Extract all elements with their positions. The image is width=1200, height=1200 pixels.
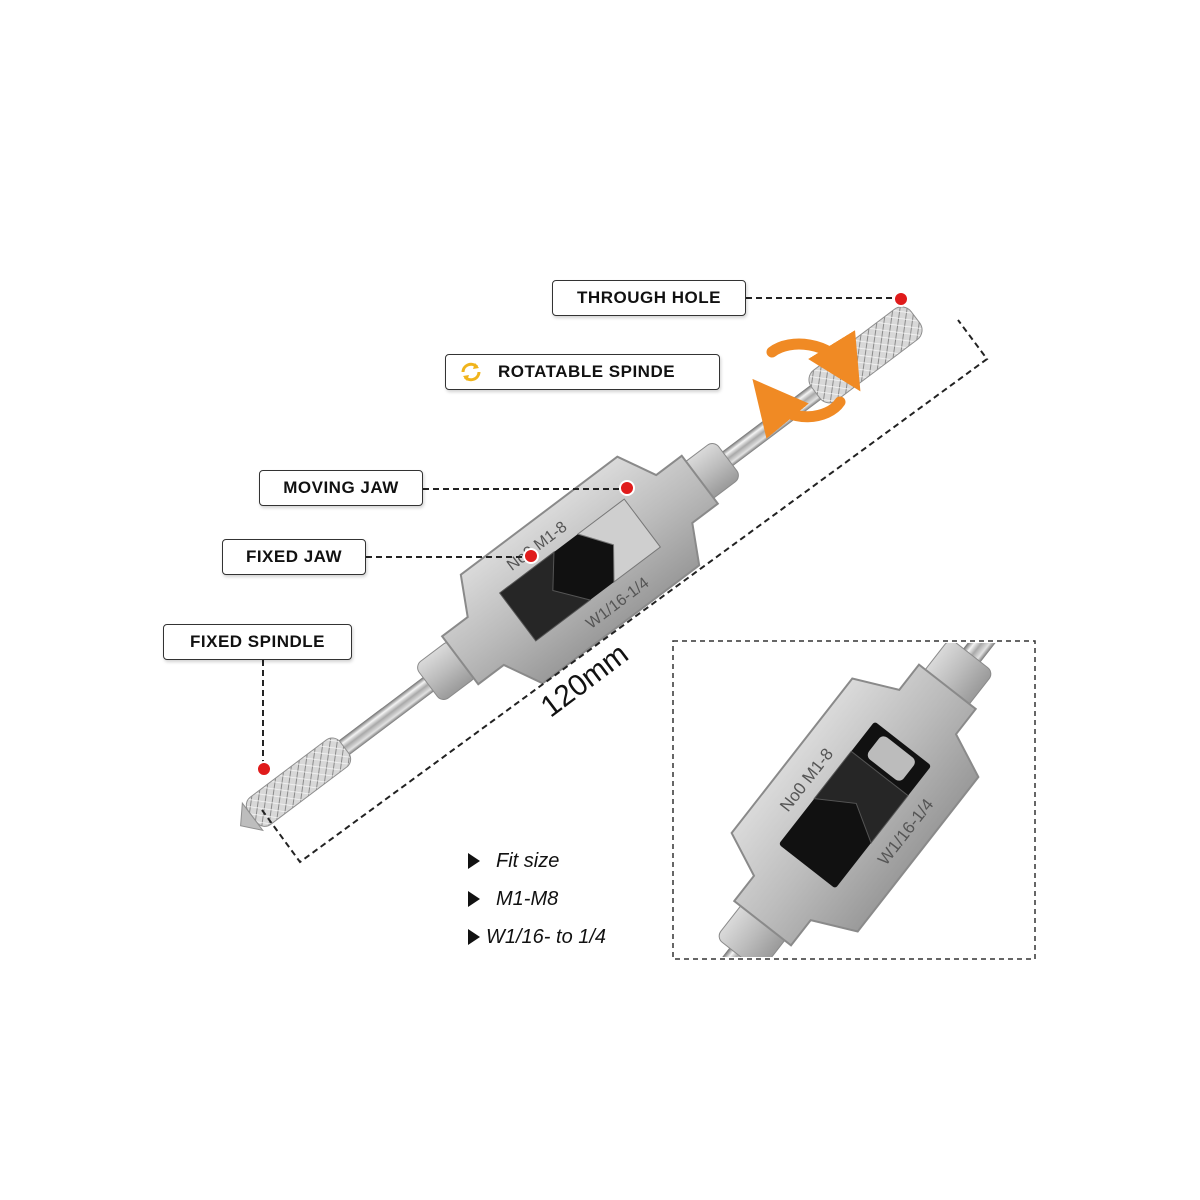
moving-jaw-dot [619, 480, 635, 496]
moving-jaw-shape [576, 498, 662, 583]
spec-list: Fit size M1-M8 W1/16- to 1/4 [468, 842, 606, 956]
pointer-dots [256, 291, 909, 777]
spec-text: M1-M8 [496, 887, 559, 910]
tap-wrench: No0 M1-8 W1/16-1/4 [240, 306, 923, 832]
callout-moving-jaw: MOVING JAW [259, 470, 423, 506]
callout-through-hole-label: THROUGH HOLE [577, 288, 721, 307]
triangle-bullet-icon [468, 891, 480, 907]
callout-rotatable-spindle: ROTATABLE SPINDE [445, 354, 720, 390]
rotation-arrow-icon [752, 330, 861, 439]
through-hole-dot [893, 291, 909, 307]
rotatable-spindle-grip [808, 306, 923, 404]
callout-fixed-spindle: FIXED SPINDLE [163, 624, 352, 660]
callout-rotatable-spindle-label: ROTATABLE SPINDE [498, 362, 676, 381]
dimension-bracket [261, 319, 989, 864]
spec-text: Fit size [496, 849, 560, 872]
triangle-bullet-icon [468, 929, 480, 945]
callout-fixed-jaw: FIXED JAW [222, 539, 366, 575]
callout-through-hole: THROUGH HOLE [552, 280, 746, 316]
fixed-jaw-dot [523, 548, 539, 564]
fixed-jaw-shape [498, 551, 592, 642]
triangle-bullet-icon [468, 853, 480, 869]
spec-item: Fit size [468, 842, 606, 880]
callout-moving-jaw-label: MOVING JAW [283, 478, 399, 497]
spec-text: W1/16- to 1/4 [486, 925, 607, 948]
rotate-icon [461, 362, 481, 382]
callout-fixed-jaw-label: FIXED JAW [245, 547, 343, 566]
callout-fixed-spindle-label: FIXED SPINDLE [190, 632, 325, 651]
leader-lines [262, 297, 897, 767]
fixed-spindle-dot [256, 761, 272, 777]
spec-item: M1-M8 [468, 880, 606, 918]
fixed-spindle-grip [245, 737, 352, 827]
spec-item: W1/16- to 1/4 [468, 918, 606, 956]
inset-wrench-closeup: No0 M1-8 W1/16-1/4 [690, 643, 1020, 957]
